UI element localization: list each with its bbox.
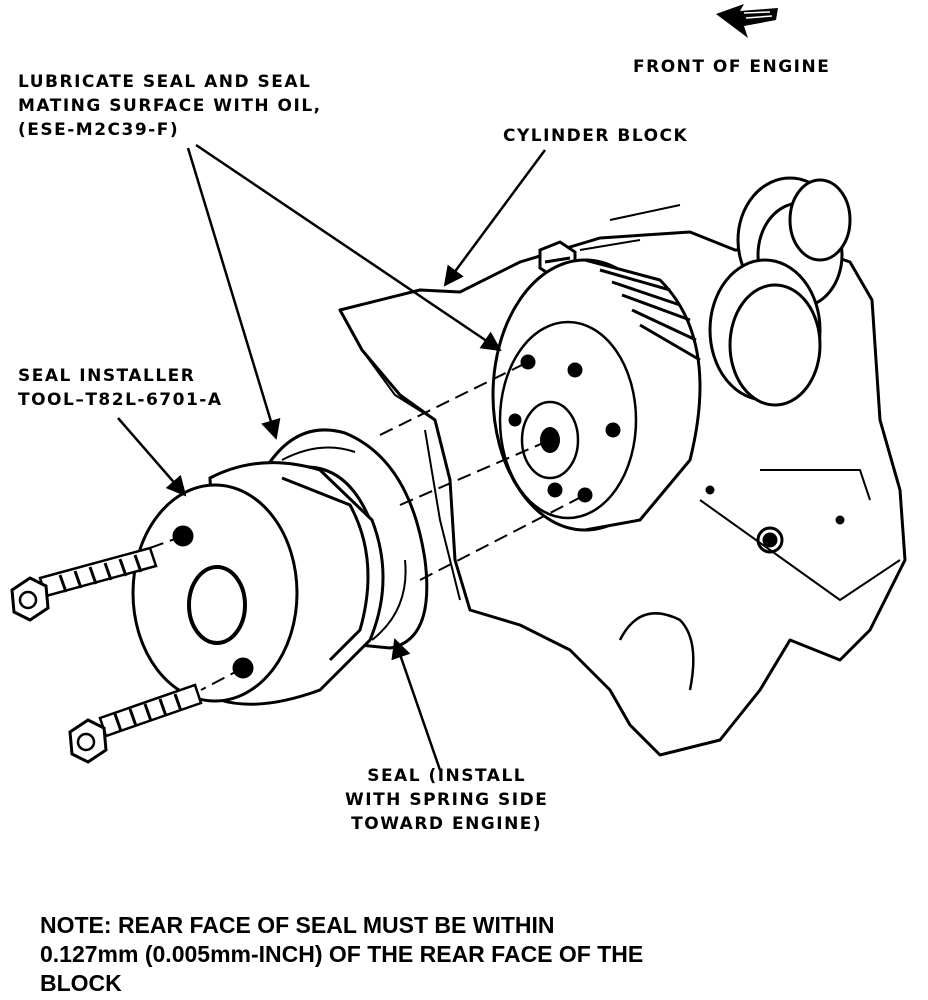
- front-of-engine-arrow-icon: [716, 4, 778, 38]
- seal-installer-tool: [131, 461, 385, 706]
- cylinder-block-label: CYLINDER BLOCK: [503, 126, 689, 146]
- seal-installer-line: TOOL–T82L-6701-A: [18, 390, 223, 410]
- crankshaft-flange: [491, 258, 702, 532]
- seal-install-line: TOWARD ENGINE): [351, 814, 543, 834]
- lubricate-seal-label: LUBRICATE SEAL AND SEAL MATING SURFACE W…: [18, 70, 322, 142]
- lubricate-seal-line: LUBRICATE SEAL AND SEAL: [18, 72, 312, 92]
- seal-installer-line: SEAL INSTALLER: [18, 366, 196, 386]
- lower-bolt: [68, 683, 203, 764]
- seal-install-line: WITH SPRING SIDE: [345, 790, 549, 810]
- alignment-lines: [149, 361, 586, 691]
- seal-install-label: SEAL (INSTALL WITH SPRING SIDE TOWARD EN…: [345, 764, 548, 836]
- seal-install-line: SEAL (INSTALL: [367, 766, 527, 786]
- lubricate-seal-line: MATING SURFACE WITH OIL,: [18, 96, 322, 116]
- rear-main-seal: [267, 428, 429, 650]
- seal-installer-tool-label: SEAL INSTALLER TOOL–T82L-6701-A: [18, 364, 223, 412]
- front-of-engine-label: FRONT OF ENGINE: [633, 57, 831, 77]
- note-line: BLOCK: [40, 970, 122, 996]
- upper-bolt: [10, 546, 158, 622]
- leader-lines: [117, 143, 547, 771]
- installer-bolts: [10, 546, 203, 764]
- installation-note: NOTE: REAR FACE OF SEAL MUST BE WITHIN 0…: [40, 911, 643, 998]
- note-line: NOTE: REAR FACE OF SEAL MUST BE WITHIN: [40, 912, 555, 938]
- note-line: 0.127mm (0.005mm-INCH) OF THE REAR FACE …: [40, 941, 644, 967]
- crankshaft-counterweights: [708, 176, 852, 407]
- lubricate-seal-line: (ESE-M2C39-F): [18, 120, 180, 140]
